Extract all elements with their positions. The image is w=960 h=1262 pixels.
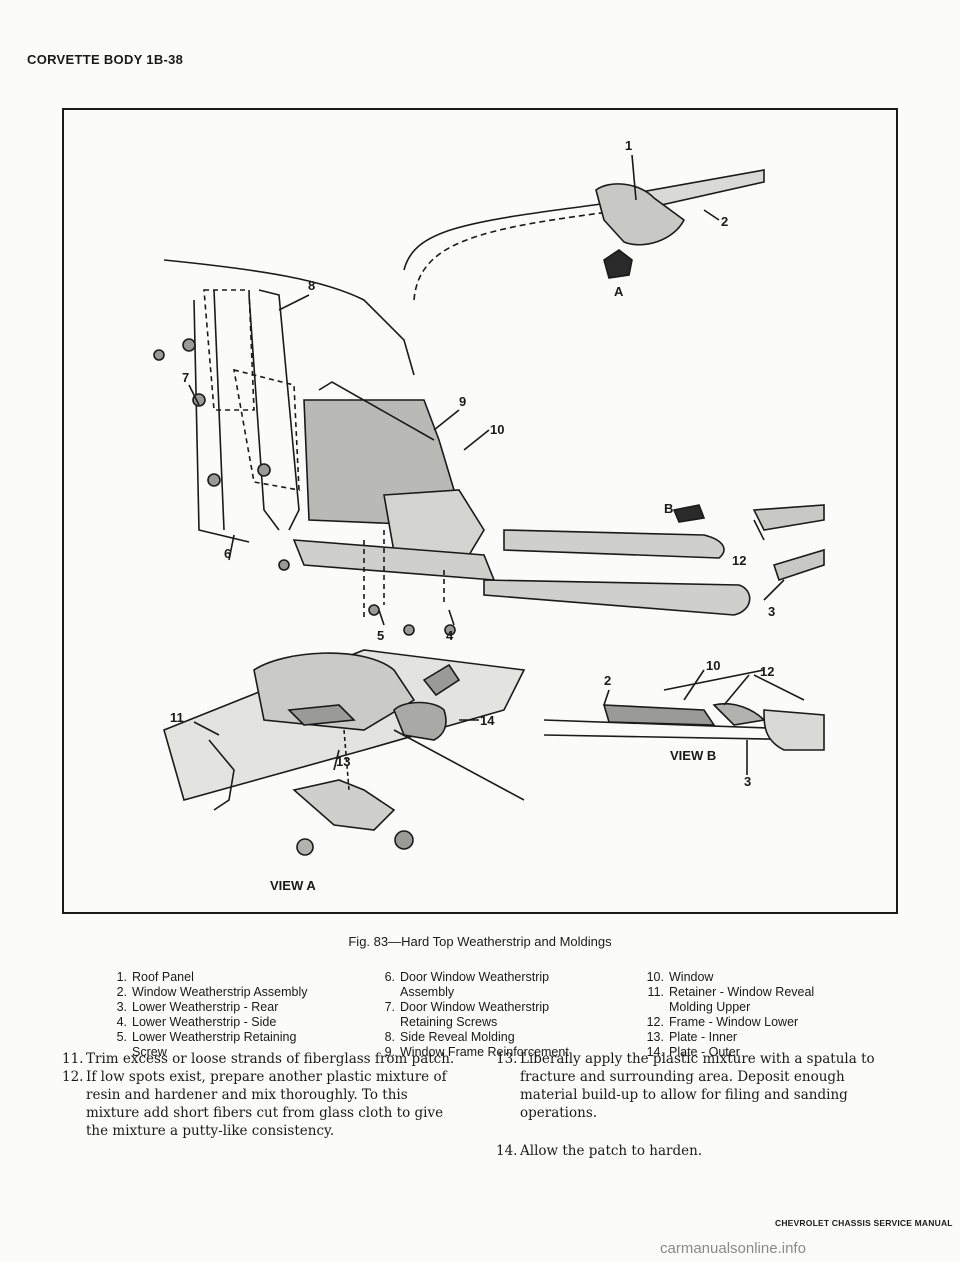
legend-item: 9.Window Frame Reinforcement [384,1045,569,1059]
legend-column-3: 10.Window 11.Retainer - Window Reveal Mo… [642,970,872,1060]
procedure-step: 14.Allow the patch to harden. [496,1143,703,1159]
legend-item: 7.Door Window Weatherstrip Retaining Scr… [384,1000,550,1029]
callout-7: 7 [182,370,189,385]
legend-item: 4.Lower Weatherstrip - Side [116,1015,277,1029]
steps-left-column: 11.Trim excess or loose strands of fiber… [62,1050,464,1140]
steps-right-column: 13.Liberally apply the plastic mixture w… [496,1050,902,1160]
procedure-step: 12.If low spots exist, prepare another p… [62,1069,447,1139]
view-b-label: VIEW B [670,748,716,763]
callout-10-view-b: 10 [706,658,720,673]
callout-13: 13 [336,754,350,769]
figure-caption: Fig. 83—Hard Top Weatherstrip and Moldin… [348,934,612,949]
legend-item: 14.Plate - Outer [646,1045,740,1059]
callout-3: 3 [768,604,775,619]
callout-12-view-b: 12 [760,664,774,679]
callout-6: 6 [224,546,231,561]
view-a-marker-label: A [614,284,624,299]
legend-item: 13.Plate - Inner [646,1030,738,1044]
callout-2-view-b: 2 [604,673,611,688]
page-header: CORVETTE BODY 1B-38 [27,52,184,67]
callout-9: 9 [459,394,466,409]
callout-11: 11 [170,710,184,725]
legend-item: 12.Frame - Window Lower [646,1015,799,1029]
callout-12: 12 [732,553,746,568]
figure-frame: 1 2 3 4 5 6 7 8 9 10 10 11 12 12 13 14 2… [62,108,898,914]
callout-1: 1 [625,138,632,153]
legend-item: 1.Roof Panel [116,970,194,984]
legend-item: 3.Lower Weatherstrip - Rear [116,1000,279,1014]
view-b-marker-label: B [664,501,673,516]
procedure-step: 11.Trim excess or loose strands of fiber… [62,1051,455,1067]
legend-item: 11.Retainer - Window Reveal Molding Uppe… [647,985,815,1014]
legend-item: 2.Window Weatherstrip Assembly [116,985,308,999]
callout-2: 2 [721,214,728,229]
callout-3-view-b: 3 [744,774,751,789]
procedure-step: 13.Liberally apply the plastic mixture w… [496,1051,875,1121]
legend-column-2: 6.Door Window Weatherstrip Assembly 7.Do… [378,970,608,1060]
view-a-label: VIEW A [270,878,316,893]
legend-item: 8.Side Reveal Molding [384,1030,515,1044]
legend-item: 6.Door Window Weatherstrip Assembly [384,970,550,999]
callout-4: 4 [446,628,454,643]
callout-5: 5 [377,628,384,643]
callout-14: 14 [480,713,495,728]
page-footer: CHEVROLET CHASSIS SERVICE MANUAL [775,1218,953,1228]
watermark: carmanualsonline.info [660,1240,806,1257]
callout-10: 10 [490,422,504,437]
legend-item: 5.Lower Weatherstrip Retaining Screw [116,1030,297,1059]
legend-item: 10.Window [646,970,714,984]
exploded-view-illustration: 1 2 3 4 5 6 7 8 9 10 10 11 12 12 13 14 2… [153,138,825,893]
callout-8: 8 [308,278,315,293]
legend-column-1: 1.Roof Panel 2.Window Weatherstrip Assem… [110,970,340,1060]
